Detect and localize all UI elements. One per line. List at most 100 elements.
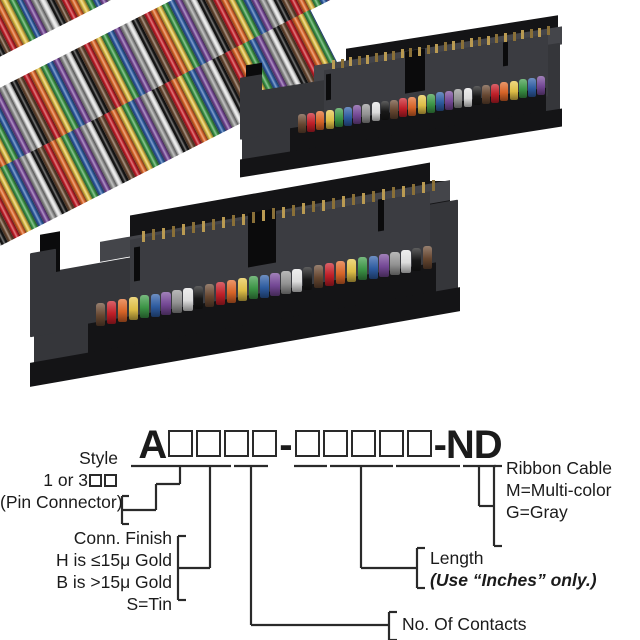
connector-pin (252, 211, 255, 223)
wire-end-green (426, 93, 435, 113)
connector-lower (30, 162, 500, 415)
wire-end-green (139, 295, 149, 319)
wire-end-brown (96, 303, 106, 326)
connector-pin (412, 183, 415, 195)
connector-pin (202, 220, 205, 232)
connector-pin (469, 38, 473, 48)
code-box-group1-1[interactable] (167, 430, 193, 457)
code-box-group2-2[interactable] (323, 430, 349, 457)
wire-end-orange (117, 299, 128, 323)
wire-end-violet (353, 105, 362, 125)
connector-pin (432, 180, 435, 192)
connector-pin (292, 204, 295, 216)
wire-end-green (518, 79, 527, 99)
connector-pin (435, 43, 439, 53)
label-ribbon-line1: Ribbon Cable (506, 458, 613, 478)
wire-end-green (334, 108, 343, 128)
connector-pin (512, 31, 516, 41)
label-ribbon-line3: G=Gray (506, 502, 568, 522)
part-number-code: A - -ND (0, 423, 640, 468)
code-box-group1-2[interactable] (195, 430, 221, 457)
label-length-line1: Length (430, 548, 484, 568)
wire-end-white (401, 249, 411, 273)
wire-end-black (472, 86, 481, 106)
code-group-2 (294, 426, 434, 457)
wire-end-black (303, 266, 313, 290)
connector-pin (342, 196, 345, 207)
connector-pin (409, 47, 413, 57)
wire-end-orange (335, 261, 346, 285)
wire-end-violet (537, 76, 546, 96)
label-style-line1: Style (79, 448, 118, 468)
connector-pin (392, 187, 395, 199)
connector-pin (232, 215, 235, 227)
wire-end-gray (281, 270, 291, 294)
wire-end-orange (408, 96, 417, 116)
wire-end-blue (259, 274, 269, 298)
code-separator: - (279, 423, 293, 467)
wire-end-yellow (346, 259, 357, 283)
connector-pin (382, 189, 385, 200)
connector-pin (162, 227, 165, 239)
code-box-group1-3[interactable] (223, 430, 249, 457)
wire-end-brown (423, 246, 433, 269)
wire-end-red (106, 301, 117, 325)
connector-pin (182, 224, 185, 235)
connector-pin (366, 54, 370, 64)
wire-end-yellow (509, 80, 518, 100)
wire-end-violet (445, 90, 454, 110)
connector-pin (422, 182, 425, 193)
connector-pin (352, 194, 355, 206)
product-photo (0, 0, 562, 415)
connector-pin (282, 206, 285, 218)
wire-end-gray (390, 251, 400, 275)
label-finish-line3: B is >15μ Gold (56, 572, 172, 592)
wire-end-violet (379, 253, 389, 277)
wire-end-gray (362, 103, 371, 123)
connector-pin (192, 222, 195, 234)
label-style-line2: 1 or 3 (0, 470, 118, 490)
wire-end-violet (270, 272, 280, 296)
wire-end-black (194, 285, 204, 309)
connector-pin (486, 35, 490, 45)
wire-end-red (399, 98, 408, 118)
wire-end-green (357, 257, 367, 281)
connector-pin (538, 27, 542, 37)
wire-end-brown (314, 265, 324, 288)
connector-pin (392, 50, 396, 60)
connector-pin (172, 225, 175, 237)
connector-pin (242, 213, 245, 225)
connector-pin (332, 60, 335, 69)
code-box-group2-4[interactable] (379, 430, 405, 457)
wire-end-white (371, 102, 380, 122)
connector-pin (332, 197, 335, 209)
wire-end-gray (454, 89, 463, 109)
wire-end-green (248, 276, 258, 300)
connector-pin (443, 42, 447, 52)
code-box-group2-3[interactable] (351, 430, 377, 457)
connector-pin (357, 55, 361, 65)
code-suffix-nd: -ND (433, 423, 503, 467)
connector-pin (418, 46, 421, 56)
connector-pin (529, 28, 533, 38)
style-placeholder-box-1 (89, 474, 102, 487)
wire-end-brown (205, 284, 215, 307)
wire-end-blue (436, 92, 444, 112)
connector-pin (349, 57, 353, 67)
code-box-group2-1[interactable] (295, 430, 321, 457)
label-ribbon-line2: M=Multi-color (506, 480, 612, 500)
connector-pin (452, 41, 456, 51)
connector-pin (322, 199, 325, 211)
connector-pin (478, 37, 482, 47)
wire-end-blue (368, 255, 378, 279)
wire-end-gray (172, 289, 182, 313)
connector-pin (152, 229, 155, 241)
wire-end-blue (528, 77, 536, 97)
style-placeholder-box-2 (104, 474, 117, 487)
connector-pin (504, 33, 507, 42)
code-box-group1-4[interactable] (251, 430, 277, 457)
connector-pin (521, 30, 525, 40)
code-box-group2-5[interactable] (407, 430, 433, 457)
wire-end-red (215, 282, 226, 306)
connector-pin (547, 26, 550, 36)
